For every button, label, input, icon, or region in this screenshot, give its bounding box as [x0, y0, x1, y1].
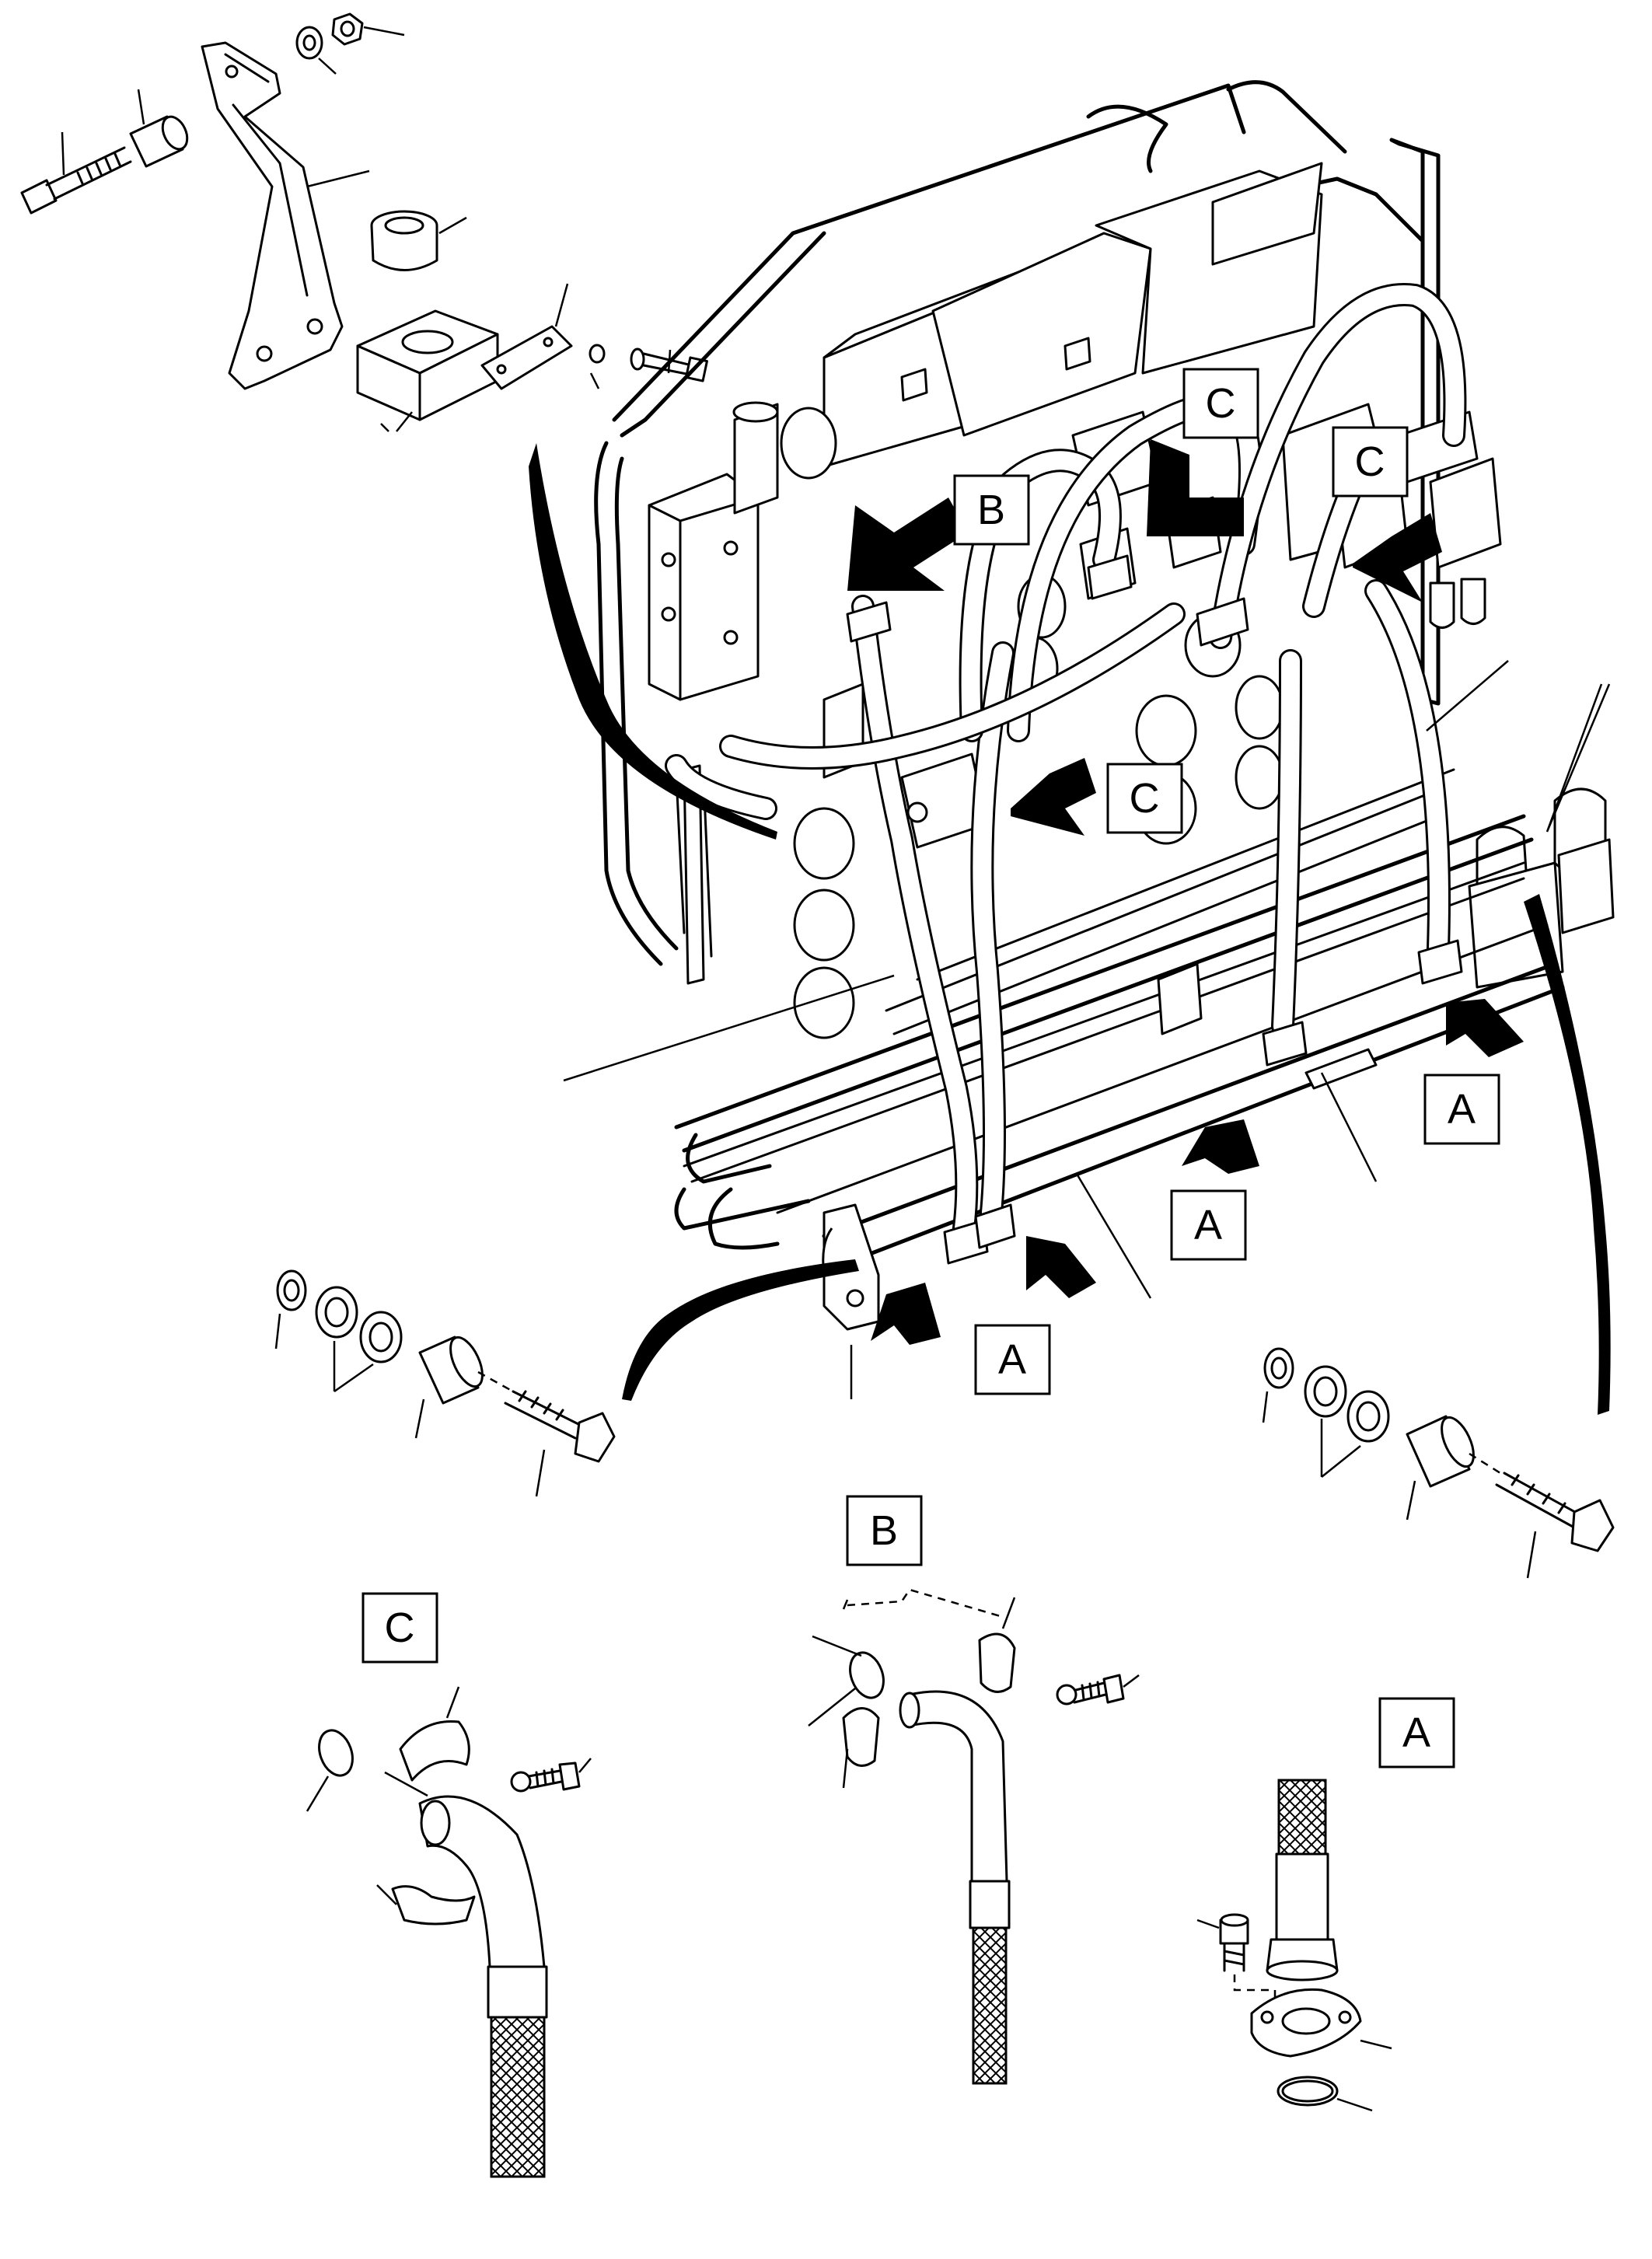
svg-text:C: C	[1130, 775, 1160, 822]
callout-box-main-a3: A	[974, 1324, 1051, 1395]
svg-text:B: B	[870, 1507, 898, 1554]
hydraulic-hoses	[665, 283, 1467, 1265]
svg-text:A: A	[1448, 1086, 1476, 1133]
electrical-boxes	[823, 162, 1323, 468]
svg-text:A: A	[1194, 1202, 1222, 1248]
callout-arrows	[847, 439, 1524, 1345]
callout-box-main-c2: C	[1332, 426, 1409, 498]
callout-box-main-a1: A	[1423, 1074, 1500, 1145]
clamp-block	[356, 309, 499, 432]
svg-text:C: C	[1206, 380, 1236, 427]
valve-manifold-assembly	[563, 80, 1615, 1399]
mounting-bracket-exploded-view	[20, 12, 708, 432]
bolt-long	[20, 131, 132, 215]
detail-view-c: C	[306, 1592, 592, 2178]
svg-text:C: C	[1355, 438, 1385, 485]
mounting-hardware-left	[274, 1269, 616, 1497]
callout-box-main-b: B	[953, 474, 1030, 546]
small-bolt-washer	[589, 344, 708, 389]
callout-box-main-a2: A	[1170, 1189, 1247, 1261]
callout-box-main-c3: C	[1106, 763, 1183, 834]
svg-text:A: A	[1402, 1709, 1430, 1756]
rubber-grommet	[370, 210, 467, 271]
bracket-plate	[201, 41, 370, 390]
spacer-sleeve	[129, 89, 189, 168]
detail-view-b: B	[808, 1495, 1140, 2085]
washer-nut-set	[295, 12, 405, 75]
mounting-hardware-right	[1262, 1347, 1615, 1579]
cover-plate	[480, 283, 573, 390]
detail-view-a: A	[1196, 1697, 1455, 2112]
svg-text:C: C	[385, 1604, 415, 1651]
svg-text:A: A	[998, 1336, 1026, 1383]
svg-text:B: B	[977, 487, 1005, 533]
callout-box-main-c1: C	[1182, 368, 1259, 439]
exploded-view-curved-arrows	[529, 443, 1611, 1415]
valve-blocks	[648, 401, 1615, 1039]
